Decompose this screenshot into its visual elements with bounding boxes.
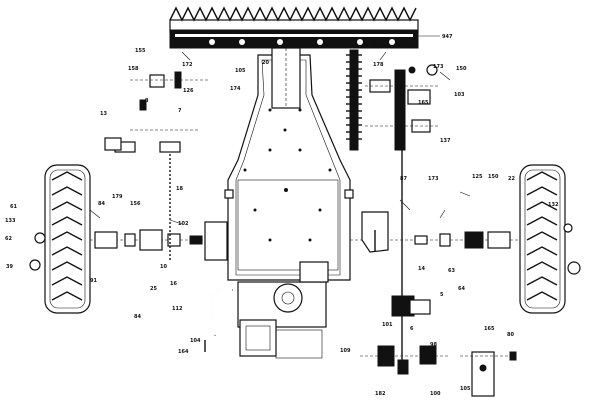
left-axle [90, 221, 228, 261]
right-axle [350, 231, 520, 249]
callout: 947 [442, 34, 453, 40]
callout: 133 [5, 218, 16, 224]
callout: 64 [458, 286, 465, 292]
callout: 7 [178, 108, 182, 114]
column-post [271, 47, 301, 109]
callout: 80 [507, 332, 514, 338]
callout: 155 [135, 48, 146, 54]
callout: 126 [183, 88, 194, 94]
lower-pulleys [360, 150, 450, 375]
main-frame [224, 54, 354, 281]
callout: 150 [456, 66, 467, 72]
callout: 102 [178, 221, 189, 227]
side-bracket [361, 211, 389, 253]
callout: 150 [488, 174, 499, 180]
callout: 14 [418, 266, 425, 272]
callout: 84 [134, 314, 141, 320]
callout: 160 [372, 44, 383, 50]
callout: 10 [160, 264, 167, 270]
callout: 101 [382, 322, 393, 328]
callout: 103 [454, 92, 465, 98]
callout: 179 [112, 194, 123, 200]
callout: 158 [128, 66, 139, 72]
callout: 8 [145, 98, 149, 104]
callout: 132 [548, 202, 559, 208]
callout: 5 [440, 292, 444, 298]
right-wheel [519, 164, 581, 314]
callout: 61 [10, 204, 17, 210]
callout: 109 [340, 348, 351, 354]
callout: 174 [230, 86, 241, 92]
callout: 98 [430, 342, 437, 348]
left-wheel [29, 164, 91, 314]
callout: 62 [5, 236, 12, 242]
callout: 105 [460, 386, 471, 392]
upper-left-parts [104, 71, 210, 151]
callout: 63 [448, 268, 455, 274]
callout: 87 [400, 176, 407, 182]
callout: 173 [428, 176, 439, 182]
callout: 178 [373, 62, 384, 68]
callout: 137 [440, 138, 451, 144]
callout: 91 [90, 278, 97, 284]
callout: 20 [262, 60, 269, 66]
callout: 6 [410, 326, 414, 332]
callout: 22 [508, 176, 515, 182]
callout: 175 [408, 44, 419, 50]
callout: 156 [130, 201, 141, 207]
callout: 84 [98, 201, 105, 207]
callout: 112 [172, 306, 183, 312]
callout: 182 [375, 391, 386, 397]
lower-bracket [460, 351, 517, 397]
callout: 100 [430, 391, 441, 397]
callout: 13 [100, 111, 107, 117]
gearbox [237, 261, 329, 359]
gear-train [346, 49, 440, 151]
callout: 172 [182, 62, 193, 68]
callout: 125 [472, 174, 483, 180]
callout: 18 [176, 186, 183, 192]
callout: 164 [178, 349, 189, 355]
callout: 165 [418, 100, 429, 106]
callout: 173 [433, 64, 444, 70]
drive-chain [114, 141, 181, 260]
callout: 165 [484, 326, 495, 332]
callout-labels: 947 155 172 173 105 158 175 174 126 20 1… [5, 34, 559, 397]
callout: 105 [235, 68, 246, 74]
cutter-bar [169, 6, 419, 49]
callout: 104 [190, 338, 201, 344]
leader-lines [89, 35, 471, 225]
callout: 25 [150, 286, 157, 292]
callout: 39 [6, 264, 13, 270]
control-handle [204, 289, 233, 352]
callout: 16 [170, 281, 177, 287]
